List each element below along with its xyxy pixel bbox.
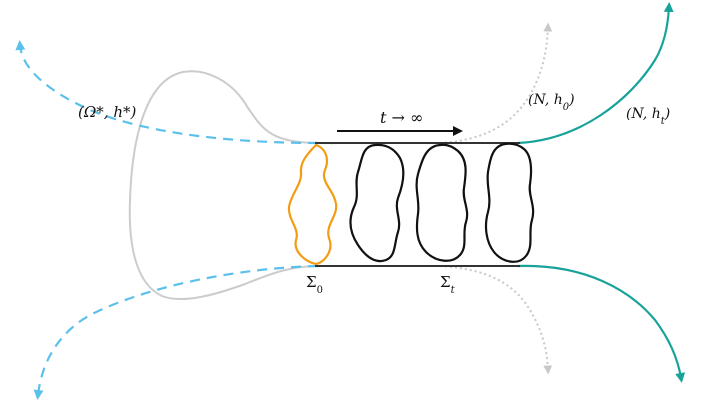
- dashed-blue-upper-curve: [15, 40, 319, 145]
- label-n-ht-sub: t: [661, 116, 666, 127]
- dotted-gray-upper-curve: [439, 22, 553, 144]
- label-n-h0-sub: 0: [563, 102, 570, 113]
- black-blob-2: [415, 143, 469, 262]
- label-omega-star: (Ω*, h*): [78, 103, 136, 121]
- label-n-h0-suffix: ): [568, 92, 574, 108]
- dotted-gray-lower-curve: [439, 265, 553, 375]
- label-n-h0-prefix: (N, h: [528, 92, 563, 108]
- black-blob-1: [349, 143, 405, 263]
- dashed-blue-lower-curve: [33, 264, 319, 400]
- teal-upper-curve: [517, 2, 674, 145]
- label-n-ht-suffix: ): [664, 106, 670, 122]
- label-sigmat-sub: t: [451, 285, 456, 296]
- sigma0-orange-blob: [287, 143, 338, 266]
- gray-outline-curve: [128, 70, 319, 301]
- black-blob-3: [484, 142, 535, 263]
- label-sigmat-main: Σ: [440, 273, 451, 291]
- label-sigmat: Σt: [440, 273, 456, 296]
- label-sigma0-sub: 0: [317, 285, 323, 296]
- label-sigma0: Σ0: [306, 273, 323, 296]
- label-t-limit: t → ∞: [380, 108, 423, 127]
- label-sigma0-main: Σ: [306, 273, 317, 291]
- teal-lower-curve: [517, 264, 686, 383]
- label-n-ht-prefix: (N, h: [626, 106, 661, 122]
- label-n-ht: (N, ht): [626, 106, 670, 127]
- label-n-h0: (N, h0): [528, 92, 575, 113]
